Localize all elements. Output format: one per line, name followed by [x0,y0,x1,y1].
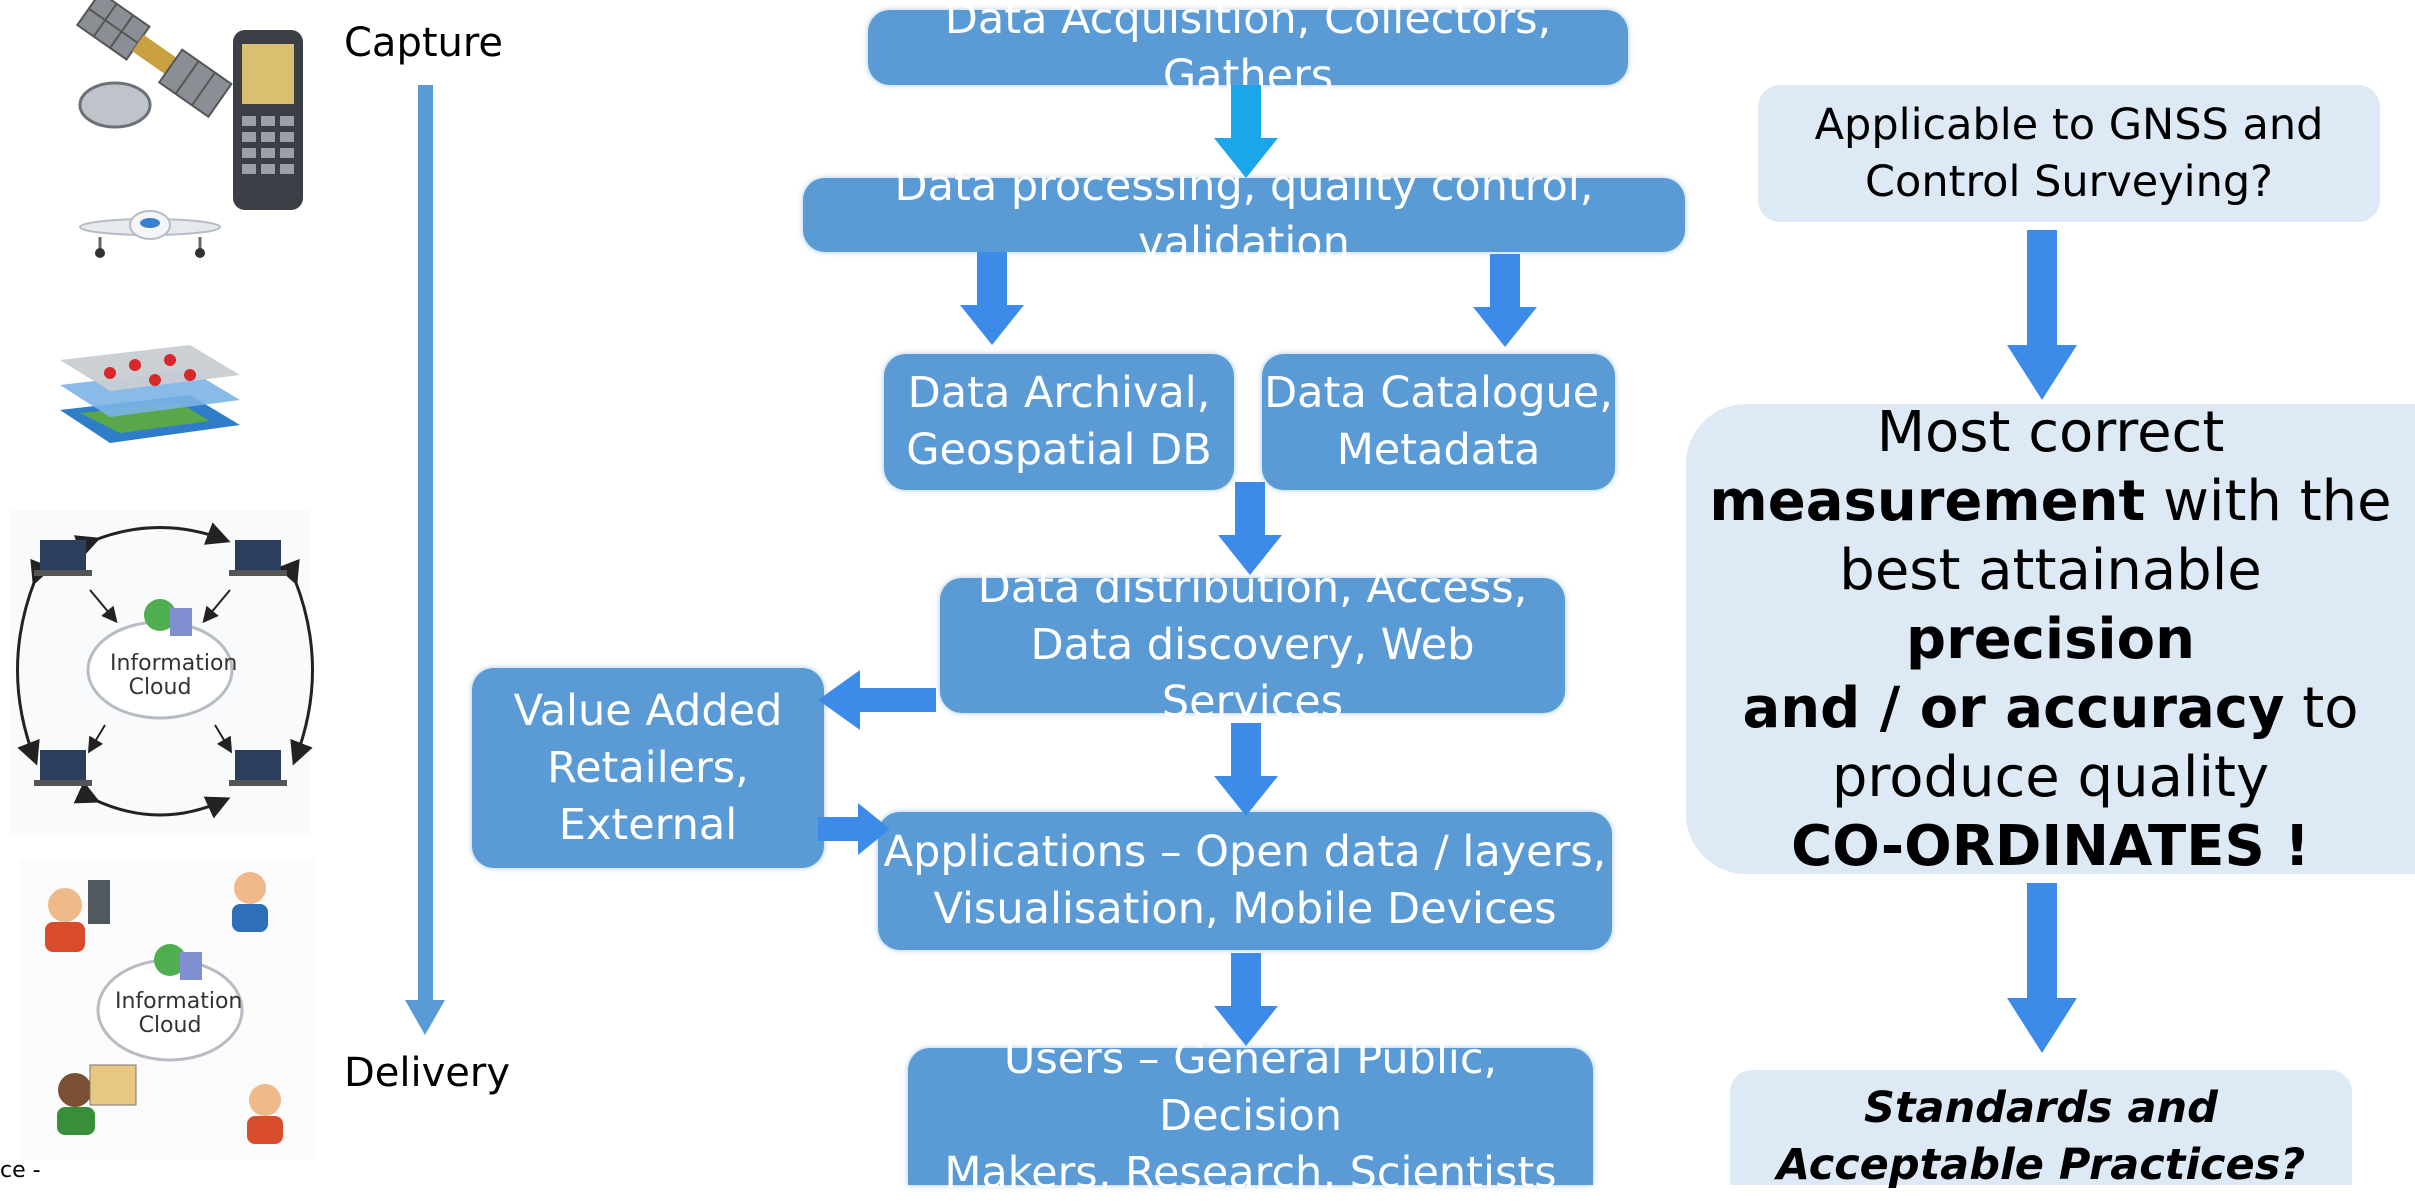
standards-line1: Standards and [1864,1083,2218,1133]
main-coordinates: CO-ORDINATES ! [1791,813,2310,879]
main-precision: precision [1906,606,2195,672]
box-distribution: Data distribution, Access, Data discover… [940,563,1565,727]
box-archival: Data Archival, Geospatial DB [884,354,1234,490]
map-layers-icon [60,345,240,443]
box-value-added: Value Added Retailers, External [472,668,824,868]
processing-text: Data processing, quality control, valida… [894,161,1594,268]
arrow-applications-to-users [1214,953,1278,1046]
arrow-acquisition-to-processing [1214,85,1278,178]
box-processing: Data processing, quality control, valida… [803,161,1685,268]
main-line1: Most correct [1876,399,2225,465]
cloud-label-line1: Information [110,651,238,676]
catalogue-line2: Metadata [1336,425,1541,475]
arrow-catalogue-to-distribution [1218,482,1282,575]
cloud2-label-line1: Information [115,989,243,1014]
capture-to-delivery-arrow [405,85,445,1035]
value-added-line1: Value Added [513,685,783,736]
arrow-main-to-standards [2007,883,2077,1053]
box-applications: Applications – Open data / layers, Visua… [878,812,1612,950]
box-main-statement: Most correct measurement with the best a… [1686,400,2415,879]
users-cloud-art [45,872,283,1144]
arrow-processing-to-catalogue [1473,254,1537,347]
catalogue-line1: Data Catalogue, [1264,368,1613,418]
archival-line2: Geospatial DB [906,425,1212,475]
arrow-question-to-main [2007,230,2077,400]
handheld-gps-icon [233,30,303,210]
distribution-line2: Data discovery, Web Services [1030,620,1475,727]
main-line3: best attainable [1839,537,2262,603]
cloud2-label-line2: Cloud [138,1013,202,1038]
applications-line1: Applications – Open data / layers, [883,827,1607,877]
arrow-processing-to-archival [960,252,1024,345]
question-line2: Control Surveying? [1865,156,2273,207]
network-diagram-2: Information Cloud [20,860,315,1160]
cloud-label-line2: Cloud [128,675,192,700]
value-added-line2: Retailers, [547,742,749,793]
arrow-distribution-to-value-added [818,670,936,730]
airplane-icon [79,210,221,258]
network-diagram-1: Information Cloud [10,510,314,835]
satellite-icon [75,0,233,129]
arrow-value-added-to-applications [818,803,890,855]
box-catalogue: Data Catalogue, Metadata [1262,354,1615,490]
main-accuracy: and / or accuracy [1742,675,2285,741]
capture-label: Capture [344,20,504,66]
arrow-distribution-to-applications [1214,723,1278,816]
network-arrows [16,522,314,819]
users-line2: Makers, Research, Scientists [944,1148,1557,1198]
main-line5: produce quality [1831,744,2270,810]
box-standards: Standards and Acceptable Practices? [1730,1070,2352,1190]
box-gnss-question: Applicable to GNSS and Control Surveying… [1758,85,2380,222]
box-users: Users – General Public, Decision Makers,… [908,1034,1593,1198]
main-line4-rest: to [2284,675,2359,741]
archival-line1: Data Archival, [907,368,1211,418]
value-added-line3: External [558,799,738,850]
main-measurement: measurement [1709,468,2146,534]
delivery-label: Delivery [344,1050,511,1096]
standards-line2: Acceptable Practices? [1776,1140,2306,1190]
applications-line2: Visualisation, Mobile Devices [933,884,1557,934]
acquisition-text: Data Acquisition, Collectors, Gathers [944,0,1552,101]
box-acquisition: Data Acquisition, Collectors, Gathers [868,0,1628,101]
footer-fragment: ce - [0,1158,41,1183]
question-line1: Applicable to GNSS and [1814,99,2324,150]
users-line1: Users – General Public, Decision [1003,1034,1498,1141]
main-line2-rest: with the [2145,468,2392,534]
